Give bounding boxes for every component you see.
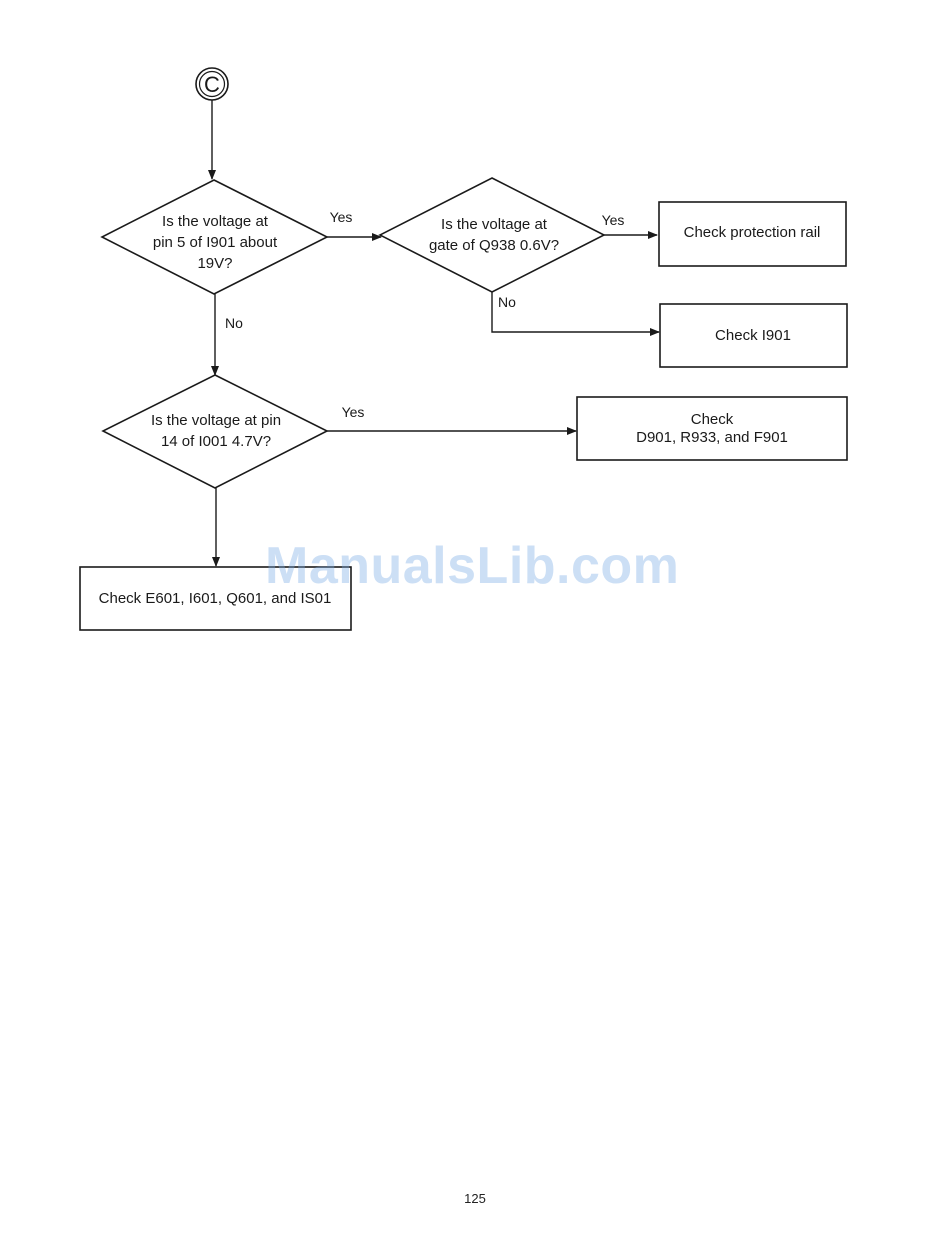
action-i901-text: Check I901 [715,327,791,344]
decision-pin5-line-1: Is the voltage at [162,213,269,230]
decision-q938-line-1: Is the voltage at [441,216,548,233]
action-check-i901: Check I901 [660,304,847,367]
action-d901-line-2: D901, R933, and F901 [636,429,788,446]
edge-label-d3-yes: Yes [342,404,365,420]
decision-pin14-voltage: Is the voltage at pin 14 of I001 4.7V? [103,375,327,488]
page-number: 125 [0,1191,950,1206]
action-check-protection-rail: Check protection rail [659,202,846,266]
edge-d2-no [492,292,659,332]
connector-c: C [196,68,228,100]
decision-pin14-line-1: Is the voltage at pin [151,412,281,429]
action-check-d901: Check D901, R933, and F901 [577,397,847,460]
decision-q938-line-2: gate of Q938 0.6V? [429,237,559,254]
edge-label-d1-yes: Yes [330,209,353,225]
connector-label: C [204,72,220,97]
decision-pin14-line-2: 14 of I001 4.7V? [161,433,271,450]
decision-pin5-voltage: Is the voltage at pin 5 of I901 about 19… [102,180,327,294]
action-check-e601: Check E601, I601, Q601, and IS01 [80,567,351,630]
edge-label-d2-no: No [498,294,516,310]
decision-pin5-line-3: 19V? [197,255,232,272]
edge-label-d1-no: No [225,315,243,331]
decision-q938-gate-voltage: Is the voltage at gate of Q938 0.6V? [380,178,604,292]
action-protection-text: Check protection rail [684,224,821,241]
decision-pin5-line-2: pin 5 of I901 about [153,234,278,251]
action-d901-line-1: Check [691,411,734,428]
edge-label-d2-yes: Yes [602,212,625,228]
action-e601-text: Check E601, I601, Q601, and IS01 [99,590,332,607]
